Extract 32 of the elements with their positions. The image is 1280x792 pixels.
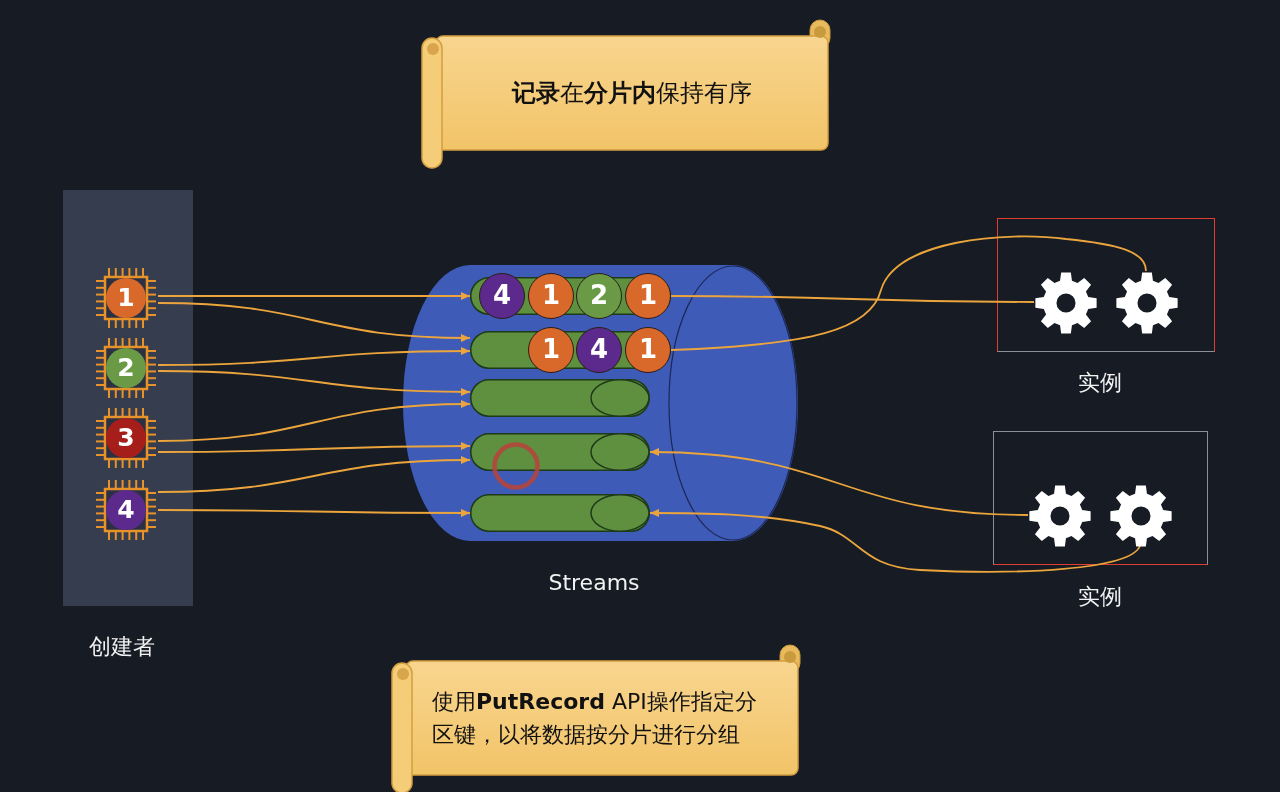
note-text: 使用PutRecord API操作指定分区键，以将数据按分片进行分组: [432, 688, 758, 749]
arrow: [649, 509, 1141, 573]
arrow: [157, 347, 471, 366]
gear-icon: [1029, 485, 1091, 547]
gear-icon: [1116, 272, 1178, 334]
connector-line: [670, 235, 1147, 351]
arrow: [157, 292, 471, 300]
shard-pill: [470, 494, 650, 532]
node-caption: 创建者: [88, 633, 156, 661]
shard-pill: [470, 433, 650, 471]
node-caption: Streams: [547, 569, 641, 597]
arrow: [157, 442, 471, 453]
arrow: [157, 302, 471, 342]
shard-pill: [470, 379, 650, 417]
consumer-box: [993, 431, 1208, 565]
connector-line: [670, 295, 1035, 303]
stream-cylinder: [403, 265, 798, 541]
note-text: 记录在分片内保持有序: [510, 78, 753, 109]
gear-icon: [1035, 272, 1097, 334]
arrow: [157, 509, 471, 517]
consumer-box: [997, 218, 1215, 352]
highlight-ring: [492, 442, 540, 490]
arrow: [157, 370, 471, 396]
producer-panel: [63, 190, 193, 606]
arrow: [157, 456, 471, 493]
node-caption: 实例: [1077, 583, 1123, 611]
shard-pill: [470, 327, 671, 373]
gear-icon: [1110, 485, 1172, 547]
node-caption: 实例: [1077, 369, 1123, 397]
shard-pill: [470, 273, 671, 319]
arrow: [157, 400, 471, 442]
arrow: [649, 448, 1029, 516]
